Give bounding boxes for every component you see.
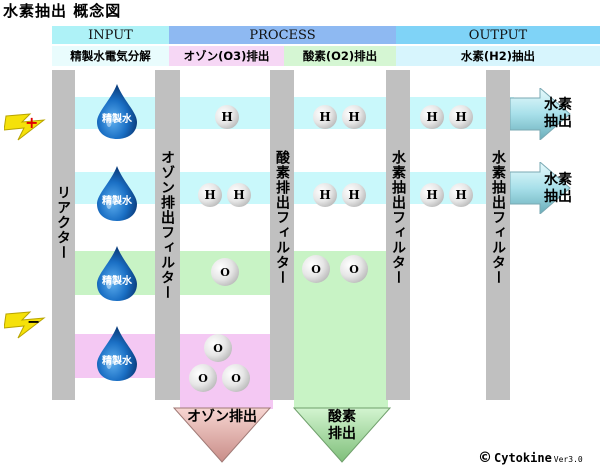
hydrogen-atom: H	[313, 183, 337, 207]
water-drop-icon: 精製水	[93, 82, 141, 140]
header-output: OUTPUT	[396, 26, 600, 44]
drop-label: 精製水	[102, 196, 132, 207]
hydrogen-output-arrow-icon	[510, 162, 571, 214]
hydrogen-atom: H	[420, 183, 444, 207]
oxygen-atom: O	[204, 334, 232, 362]
electrode-minus: −	[27, 312, 41, 331]
lightning-bolt-icon	[4, 113, 46, 141]
hydrogen-output-label: 水素抽出	[544, 172, 572, 205]
credit: © Cytokine Ver3.0	[478, 450, 583, 466]
hydrogen-output-label: 水素抽出	[544, 97, 572, 130]
oxygen-atom: O	[340, 255, 368, 283]
ozone-filter-label: オゾン排出フィルター	[159, 150, 175, 300]
oxygen-atom: O	[211, 258, 239, 286]
copyright-icon: ©	[478, 450, 492, 466]
subheader-hydrogen: 水素(H2)抽出	[396, 46, 600, 66]
oxygen-filter-label: 酸素排出フィルター	[274, 150, 290, 285]
hydrogen-filter-column-1	[386, 70, 410, 400]
ozone-output-arrow-icon	[172, 407, 272, 463]
hydrogen-filter-column-2	[486, 70, 510, 400]
reactor-column	[52, 70, 75, 400]
header-process: PROCESS	[169, 26, 396, 44]
drop-label: 精製水	[102, 276, 132, 287]
lightning-bolt-icon	[4, 311, 46, 339]
ozone-filter-column	[155, 70, 180, 400]
drop-label: 精製水	[102, 114, 132, 125]
oxygen-atom: O	[189, 364, 217, 392]
hydrogen-atom: H	[342, 105, 366, 129]
hydrogen-atom: H	[313, 105, 337, 129]
hydrogen-atom: H	[449, 105, 473, 129]
credit-version: Ver3.0	[553, 455, 583, 464]
oxygen-filter-column	[270, 70, 294, 400]
hydrogen-atom: H	[227, 183, 251, 207]
hydrogen-atom: H	[342, 183, 366, 207]
hydrogen-output-arrow-icon	[510, 88, 571, 140]
water-drop-icon: 精製水	[93, 244, 141, 302]
hydrogen-atom: H	[215, 105, 239, 129]
ozone-output-label: オゾン排出	[187, 409, 257, 425]
water-drop-icon: 精製水	[93, 164, 141, 222]
drop-label: 精製水	[102, 356, 132, 367]
oxygen-output-arrow-icon	[292, 407, 392, 463]
oxygen-output-label: 酸素排出	[328, 409, 356, 442]
page-title: 水素抽出 概念図	[3, 2, 122, 20]
subheader-electrolysis: 精製水電気分解	[52, 46, 169, 66]
hydrogen-filter-label-2: 水素抽出フィルター	[490, 150, 506, 285]
hydrogen-atom: H	[198, 183, 222, 207]
electrode-plus: +	[25, 113, 39, 132]
credit-brand: Cytokine	[494, 451, 552, 465]
reactor-label: リアクター	[55, 185, 71, 260]
hydrogen-atom: H	[449, 183, 473, 207]
water-drop-icon: 精製水	[93, 324, 141, 382]
subheader-ozone: オゾン(O3)排出	[169, 46, 284, 66]
header-input: INPUT	[52, 26, 169, 44]
oxygen-atom: O	[302, 255, 330, 283]
hydrogen-atom: H	[420, 105, 444, 129]
oxygen-atom: O	[222, 364, 250, 392]
hydrogen-filter-label-1: 水素抽出フィルター	[390, 150, 406, 285]
subheader-oxygen: 酸素(O2)排出	[284, 46, 396, 66]
